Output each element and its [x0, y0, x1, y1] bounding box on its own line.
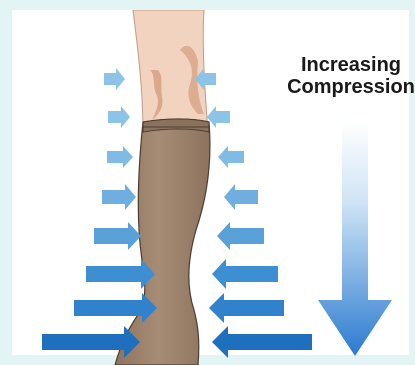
arrow-right-icon: [74, 293, 157, 323]
caption-line-1: Increasing: [276, 54, 415, 76]
arrow-right-icon: [108, 106, 130, 128]
compression-diagram: Increasing Compression: [0, 0, 415, 355]
arrow-left-icon: [209, 293, 284, 323]
arrow-right-icon: [107, 146, 133, 168]
arrow-left-icon: [217, 222, 264, 250]
arrow-right-icon: [104, 68, 125, 90]
arrow-right-icon: [94, 222, 141, 250]
arrow-left-icon: [207, 106, 230, 128]
caption-line-2: Compression: [276, 76, 415, 98]
arrow-right-icon: [102, 184, 136, 210]
compression-caption: Increasing Compression: [276, 54, 415, 98]
arrow-down-icon: [318, 120, 392, 356]
right-arrow-column: [195, 68, 312, 358]
arrow-left-icon: [212, 326, 312, 358]
arrow-right-icon: [42, 326, 140, 358]
arrow-left-icon: [212, 259, 278, 289]
arrow-right-icon: [86, 259, 155, 289]
arrow-left-icon: [218, 146, 244, 168]
arrow-left-icon: [224, 184, 258, 210]
